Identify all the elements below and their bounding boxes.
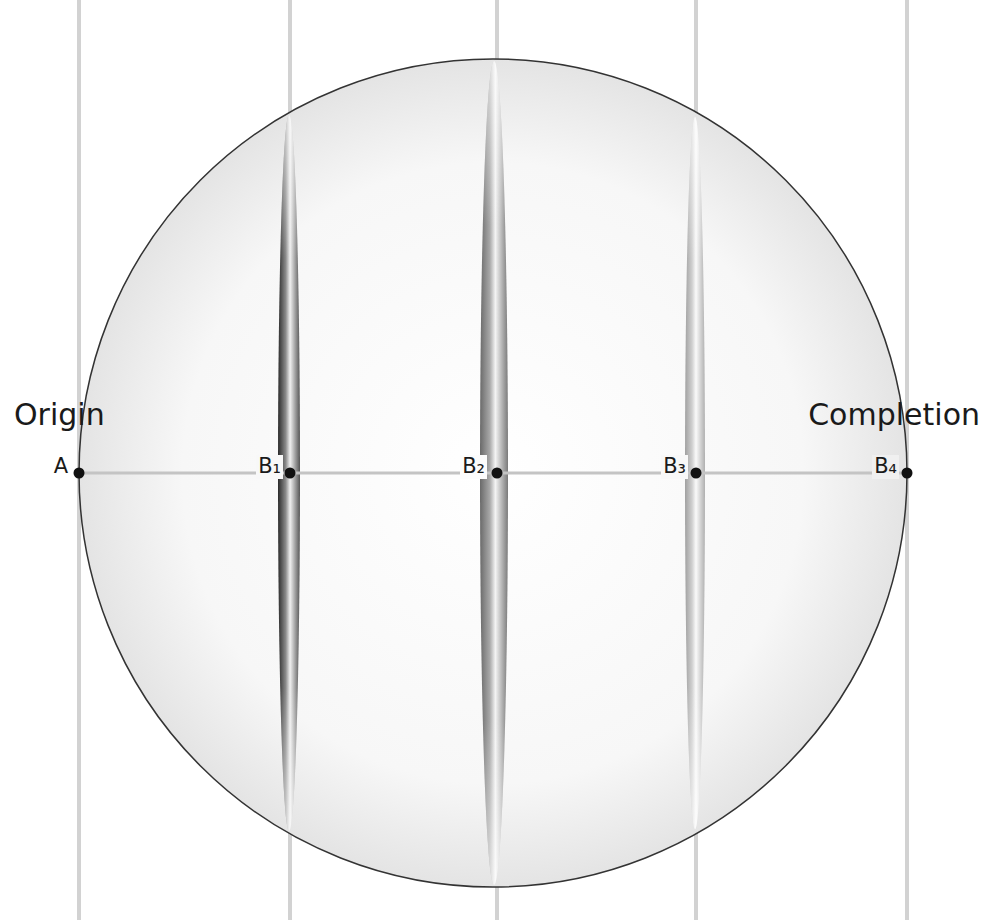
stage-label: Origin [12,398,107,431]
stage-label: Completion [806,398,982,431]
point-label: B₂ [460,455,487,478]
point-label: B₄ [872,455,899,478]
point-label: A [52,455,70,478]
sphere-outline [79,59,907,887]
point-label: B₁ [256,455,283,478]
guide-lines [79,0,907,920]
point-label: B₃ [661,455,688,478]
axis-points [74,468,913,479]
